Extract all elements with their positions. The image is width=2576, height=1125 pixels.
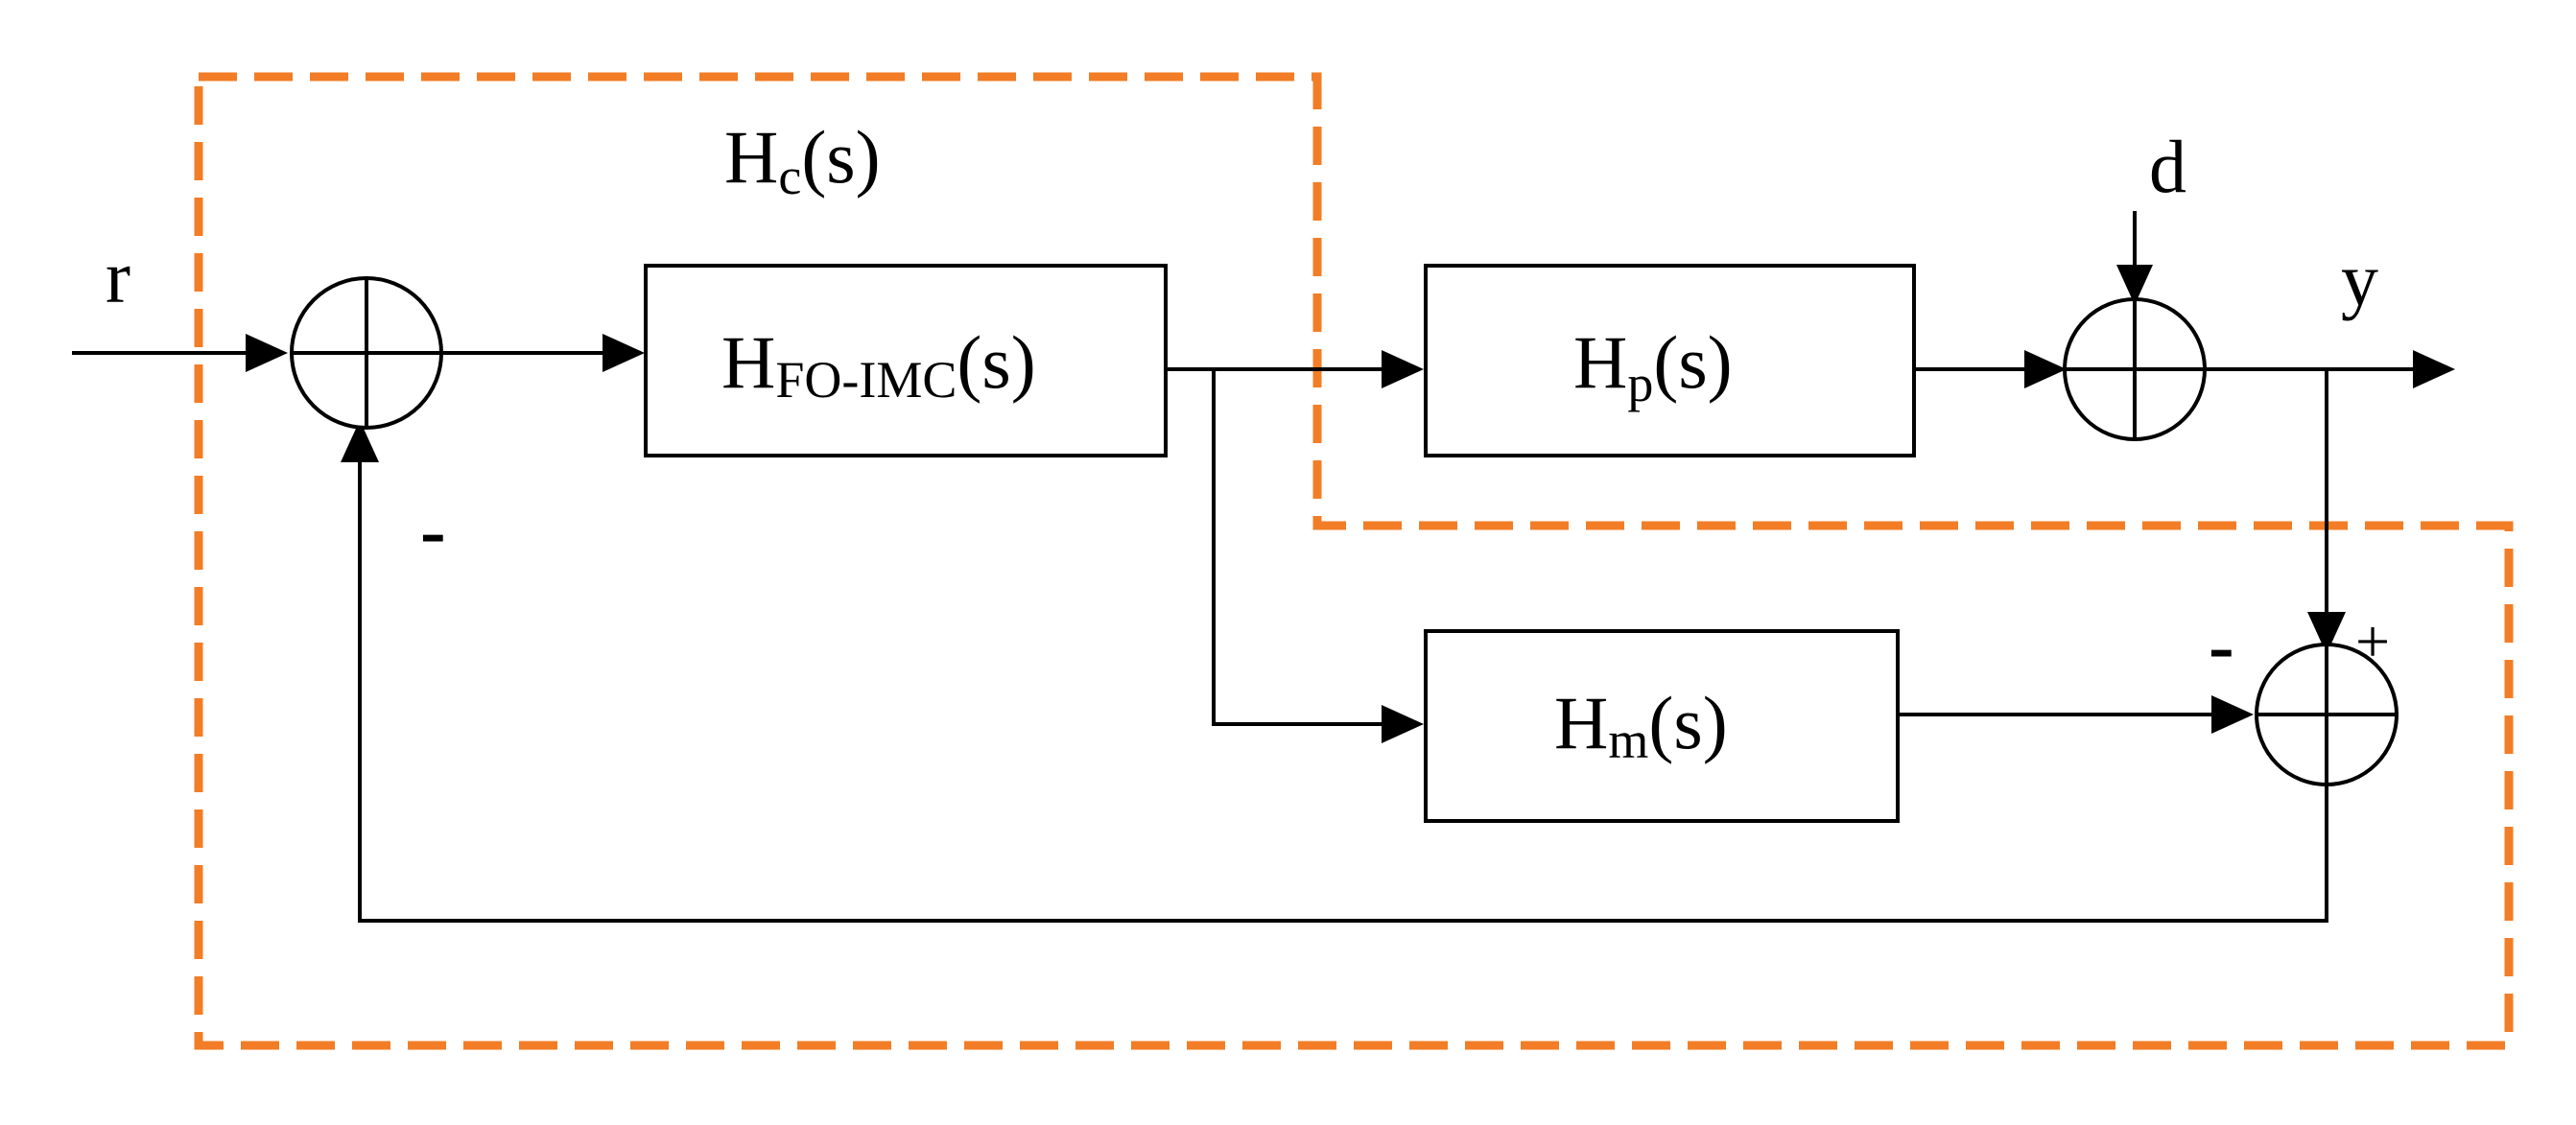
reference-arrowhead	[246, 334, 288, 372]
output-label: y	[2341, 238, 2378, 321]
model-minus-sign: -	[2209, 604, 2234, 689]
output-branch-arrowhead	[2307, 612, 2346, 654]
controller-group-label: Hc(s)	[724, 115, 881, 205]
feedback-wire	[358, 460, 2328, 923]
model-block	[1424, 629, 1900, 823]
disturbance-arrowhead	[2116, 265, 2153, 305]
plant-block	[1424, 264, 1916, 457]
model-label: Hm(s)	[1554, 681, 1728, 769]
summing-junction-model-error	[2255, 643, 2399, 786]
fo-imc-label: HFO-IMC(s)	[721, 320, 1036, 409]
reference-label: r	[106, 235, 130, 318]
model-branch-arrowhead	[1382, 705, 1424, 743]
model-branch-wire	[1212, 369, 1382, 726]
controller-group-box	[194, 72, 2514, 1050]
fo-imc-block	[644, 264, 1168, 457]
summing-junction-input	[290, 276, 443, 430]
disturbance-label: d	[2149, 125, 2186, 208]
plant-output-arrowhead	[2024, 350, 2067, 388]
signal-wires	[72, 211, 2455, 923]
output-arrowhead	[2413, 350, 2455, 388]
model-output-arrowhead	[2211, 695, 2254, 734]
output-plus-sign: +	[2355, 607, 2390, 675]
plant-label: Hp(s)	[1573, 320, 1733, 412]
summing-junction-disturbance	[2063, 297, 2207, 441]
error-arrowhead	[603, 334, 645, 372]
control-arrowhead	[1382, 350, 1424, 388]
feedback-arrowhead	[341, 420, 379, 462]
feedback-minus-sign: -	[420, 489, 446, 574]
